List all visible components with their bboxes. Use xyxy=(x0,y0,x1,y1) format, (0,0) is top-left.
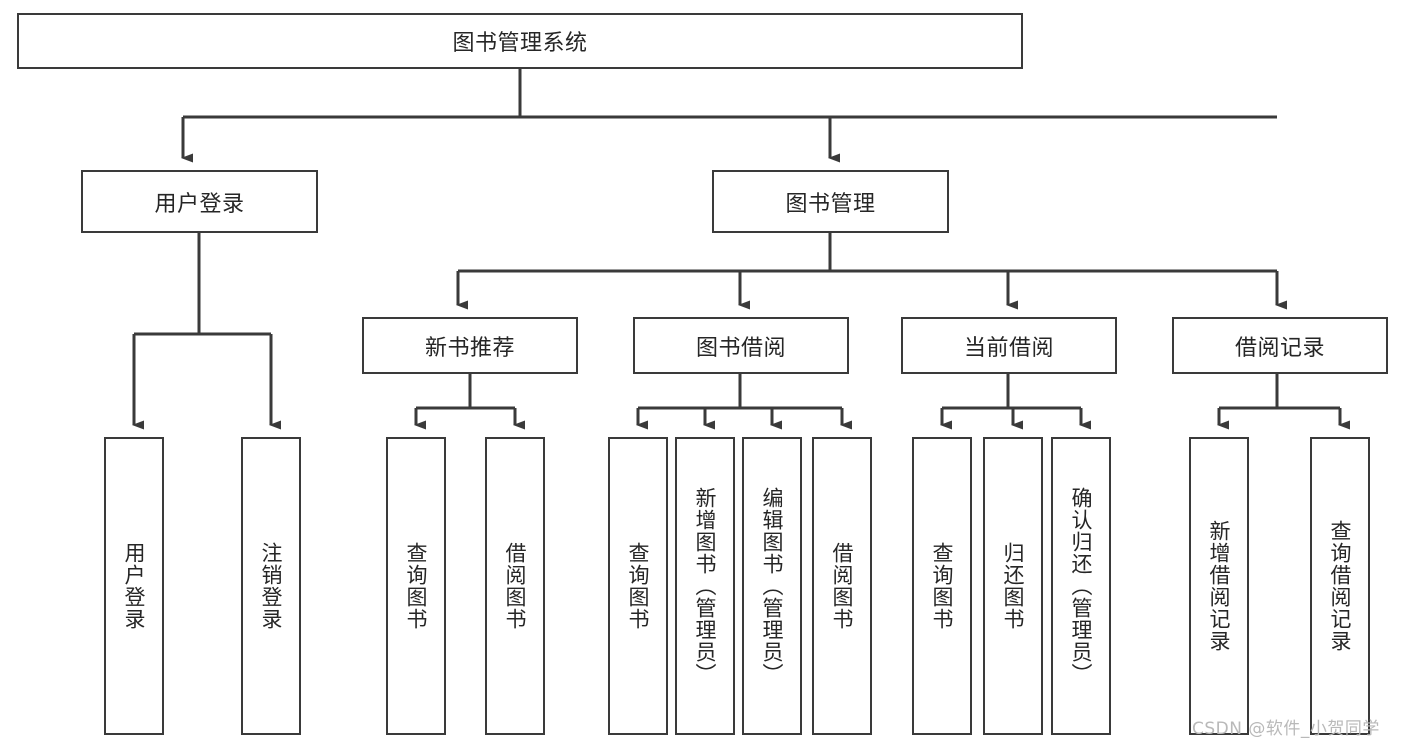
node-label: 用户登录 xyxy=(122,542,147,630)
node-label: 查询借阅记录 xyxy=(1328,520,1353,652)
node-label: 图书管理系统 xyxy=(452,31,588,56)
node-leaf-7[interactable]: 编辑图书（管理员） xyxy=(742,437,802,735)
node-level3-1[interactable]: 新书推荐 xyxy=(362,317,578,374)
node-label: 新书推荐 xyxy=(424,335,515,361)
node-label: 用户登录 xyxy=(154,191,245,217)
node-level3-2[interactable]: 图书借阅 xyxy=(633,317,849,374)
node-label: 注销登录 xyxy=(259,542,284,630)
node-label: 借阅图书 xyxy=(830,542,855,630)
node-label: 新增借阅记录 xyxy=(1207,520,1232,652)
node-leaf-3[interactable]: 查询图书 xyxy=(386,437,446,735)
node-label: 查询图书 xyxy=(404,542,429,630)
node-leaf-9[interactable]: 查询图书 xyxy=(912,437,972,735)
node-leaf-10[interactable]: 归还图书 xyxy=(983,437,1043,735)
node-leaf-2[interactable]: 注销登录 xyxy=(241,437,301,735)
node-leaf-13[interactable]: 查询借阅记录 xyxy=(1310,437,1370,735)
node-level3-3[interactable]: 当前借阅 xyxy=(901,317,1117,374)
node-label: 新增图书（管理员） xyxy=(693,487,718,685)
node-leaf-11[interactable]: 确认归还（管理员） xyxy=(1051,437,1111,735)
node-leaf-5[interactable]: 查询图书 xyxy=(608,437,668,735)
node-leaf-6[interactable]: 新增图书（管理员） xyxy=(675,437,735,735)
node-level2-1[interactable]: 用户登录 xyxy=(81,170,318,233)
node-level3-4[interactable]: 借阅记录 xyxy=(1172,317,1388,374)
node-label: 图书管理 xyxy=(785,191,876,217)
node-label: 编辑图书（管理员） xyxy=(760,487,785,685)
node-label: 图书借阅 xyxy=(695,335,786,361)
node-label: 借阅图书 xyxy=(503,542,528,630)
node-leaf-1[interactable]: 用户登录 xyxy=(104,437,164,735)
node-leaf-12[interactable]: 新增借阅记录 xyxy=(1189,437,1249,735)
node-label: 查询图书 xyxy=(930,542,955,630)
node-leaf-4[interactable]: 借阅图书 xyxy=(485,437,545,735)
node-label: 归还图书 xyxy=(1001,542,1026,630)
node-level2-2[interactable]: 图书管理 xyxy=(712,170,949,233)
node-label: 确认归还（管理员） xyxy=(1069,487,1094,685)
node-label: 查询图书 xyxy=(626,542,651,630)
node-leaf-8[interactable]: 借阅图书 xyxy=(812,437,872,735)
csdn-watermark: CSDN @软件_小贺同学 xyxy=(1192,719,1380,739)
node-root-system[interactable]: 图书管理系统 xyxy=(17,13,1023,69)
node-label: 当前借阅 xyxy=(963,335,1054,361)
node-label: 借阅记录 xyxy=(1234,335,1325,361)
